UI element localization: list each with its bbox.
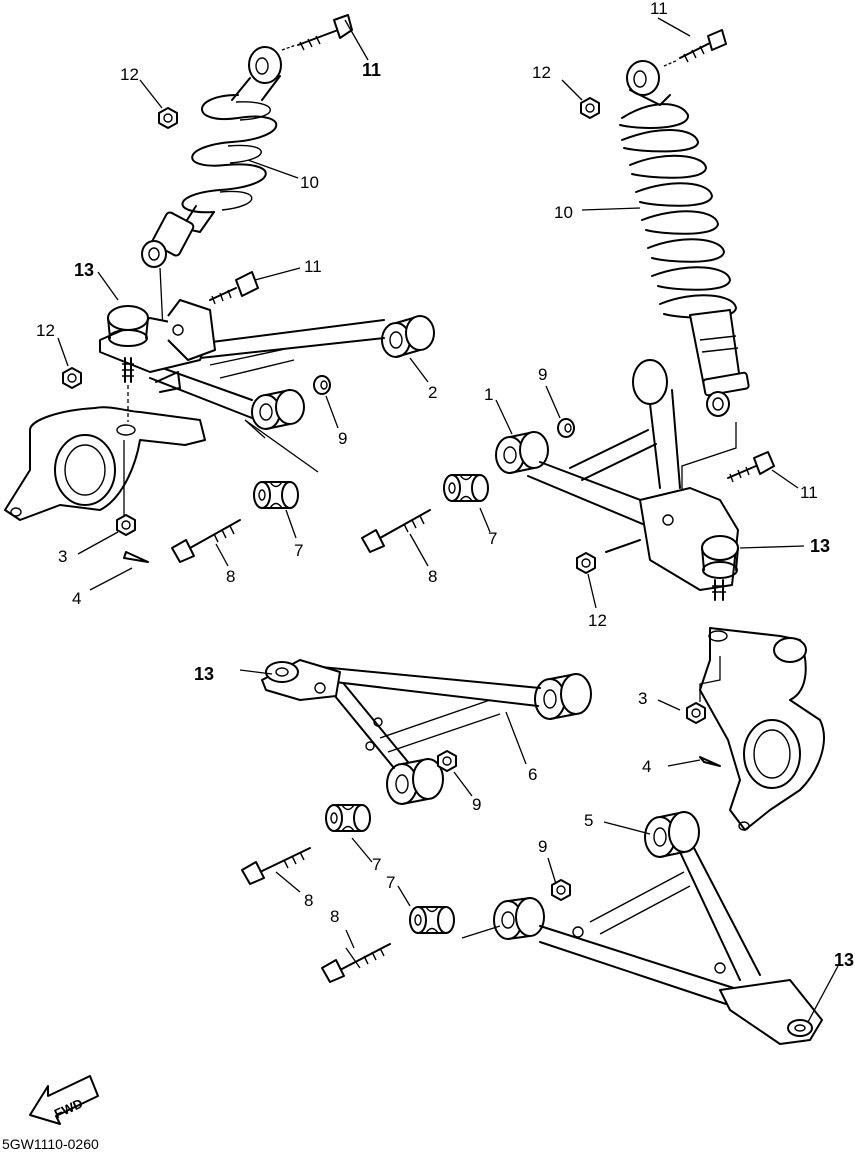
callout-7-left-lower: 7 (372, 855, 381, 874)
callout-11-right-arm: 11 (800, 483, 818, 502)
left-upper-arm-bushings (244, 419, 319, 509)
right-shock-absorber (619, 60, 750, 498)
callout-10-right: 10 (554, 203, 573, 222)
callout-3-left: 3 (58, 547, 67, 566)
right-lower-arm-bolt (321, 943, 391, 983)
callout-12-left-top: 12 (120, 65, 139, 84)
right-lower-arm-bushings (409, 906, 455, 934)
right-upper-shock-nut (580, 97, 600, 119)
callout-11-right-top: 11 (650, 0, 668, 18)
callout-labels: 11 12 10 11 13 12 2 9 7 8 3 4 11 12 10 9… (36, 0, 854, 970)
right-castle-nut (686, 702, 706, 724)
left-upper-arm-washer (313, 375, 331, 395)
right-upper-arm-washer (557, 418, 575, 438)
callout-12-left-arm: 12 (36, 321, 55, 340)
callout-8-right-lower: 8 (330, 907, 339, 926)
callout-8-left-upper: 8 (226, 567, 235, 586)
left-arm-pivot-bolt (209, 271, 259, 305)
left-cotter-pin (123, 551, 149, 563)
callout-4-left: 4 (72, 589, 81, 608)
callout-11-left-arm: 11 (304, 257, 322, 276)
callout-8-left-lower: 8 (304, 891, 313, 910)
callout-5: 5 (584, 811, 593, 830)
left-upper-bolt (281, 14, 353, 51)
callout-11-left-top: 11 (362, 60, 381, 80)
callout-13-left-lower: 13 (194, 664, 214, 684)
callout-12-right-arm: 12 (588, 611, 607, 630)
right-knuckle (699, 627, 825, 831)
callout-12-right-top: 12 (532, 63, 551, 82)
left-upper-arm-bolt (171, 519, 241, 563)
left-lower-arm (261, 659, 592, 805)
callout-3-right: 3 (638, 689, 647, 708)
left-arm-pivot-nut (62, 367, 82, 389)
left-upper-arm (99, 299, 435, 430)
callout-9-right-lower: 9 (538, 837, 547, 856)
left-shock-absorber (141, 46, 282, 331)
callout-9-left-upper: 9 (338, 429, 347, 448)
right-arm-pivot-bolt (727, 451, 775, 483)
left-castle-nut (116, 514, 136, 536)
right-upper-arm (495, 359, 739, 601)
callout-7-right-lower: 7 (386, 873, 395, 892)
right-cotter-pin (699, 756, 721, 767)
right-lower-arm (461, 811, 823, 1045)
left-upper-shock-nut (158, 107, 178, 129)
fwd-direction-arrow: FWD (29, 1075, 99, 1125)
callout-10-left: 10 (300, 173, 319, 192)
callout-13-right-upper: 13 (810, 536, 830, 556)
left-lower-arm-nut (437, 750, 457, 772)
callout-8-right-upper: 8 (428, 567, 437, 586)
callout-6: 6 (528, 765, 537, 784)
right-lower-arm-nut (551, 879, 571, 901)
leader-lines (57, 17, 839, 1023)
callout-2: 2 (428, 383, 437, 402)
diagram-reference-code: 5GW1110-0260 (2, 1136, 99, 1152)
left-lower-arm-bushings (325, 804, 371, 832)
right-upper-bolt (663, 29, 727, 67)
callout-4-right: 4 (642, 757, 651, 776)
callout-13-left-upper: 13 (74, 260, 94, 280)
callout-13-right-lower: 13 (834, 950, 854, 970)
callout-9-right-upper: 9 (538, 365, 547, 384)
callout-7-right-upper: 7 (488, 529, 497, 548)
callout-7-left-upper: 7 (294, 541, 303, 560)
left-lower-arm-bolt (241, 847, 311, 885)
callout-1: 1 (484, 385, 493, 404)
right-upper-arm-bushings (443, 474, 489, 502)
callout-9-left-lower: 9 (472, 795, 481, 814)
left-knuckle (4, 385, 206, 521)
right-upper-arm-bolt (361, 509, 431, 553)
right-arm-pivot-nut (576, 552, 596, 574)
